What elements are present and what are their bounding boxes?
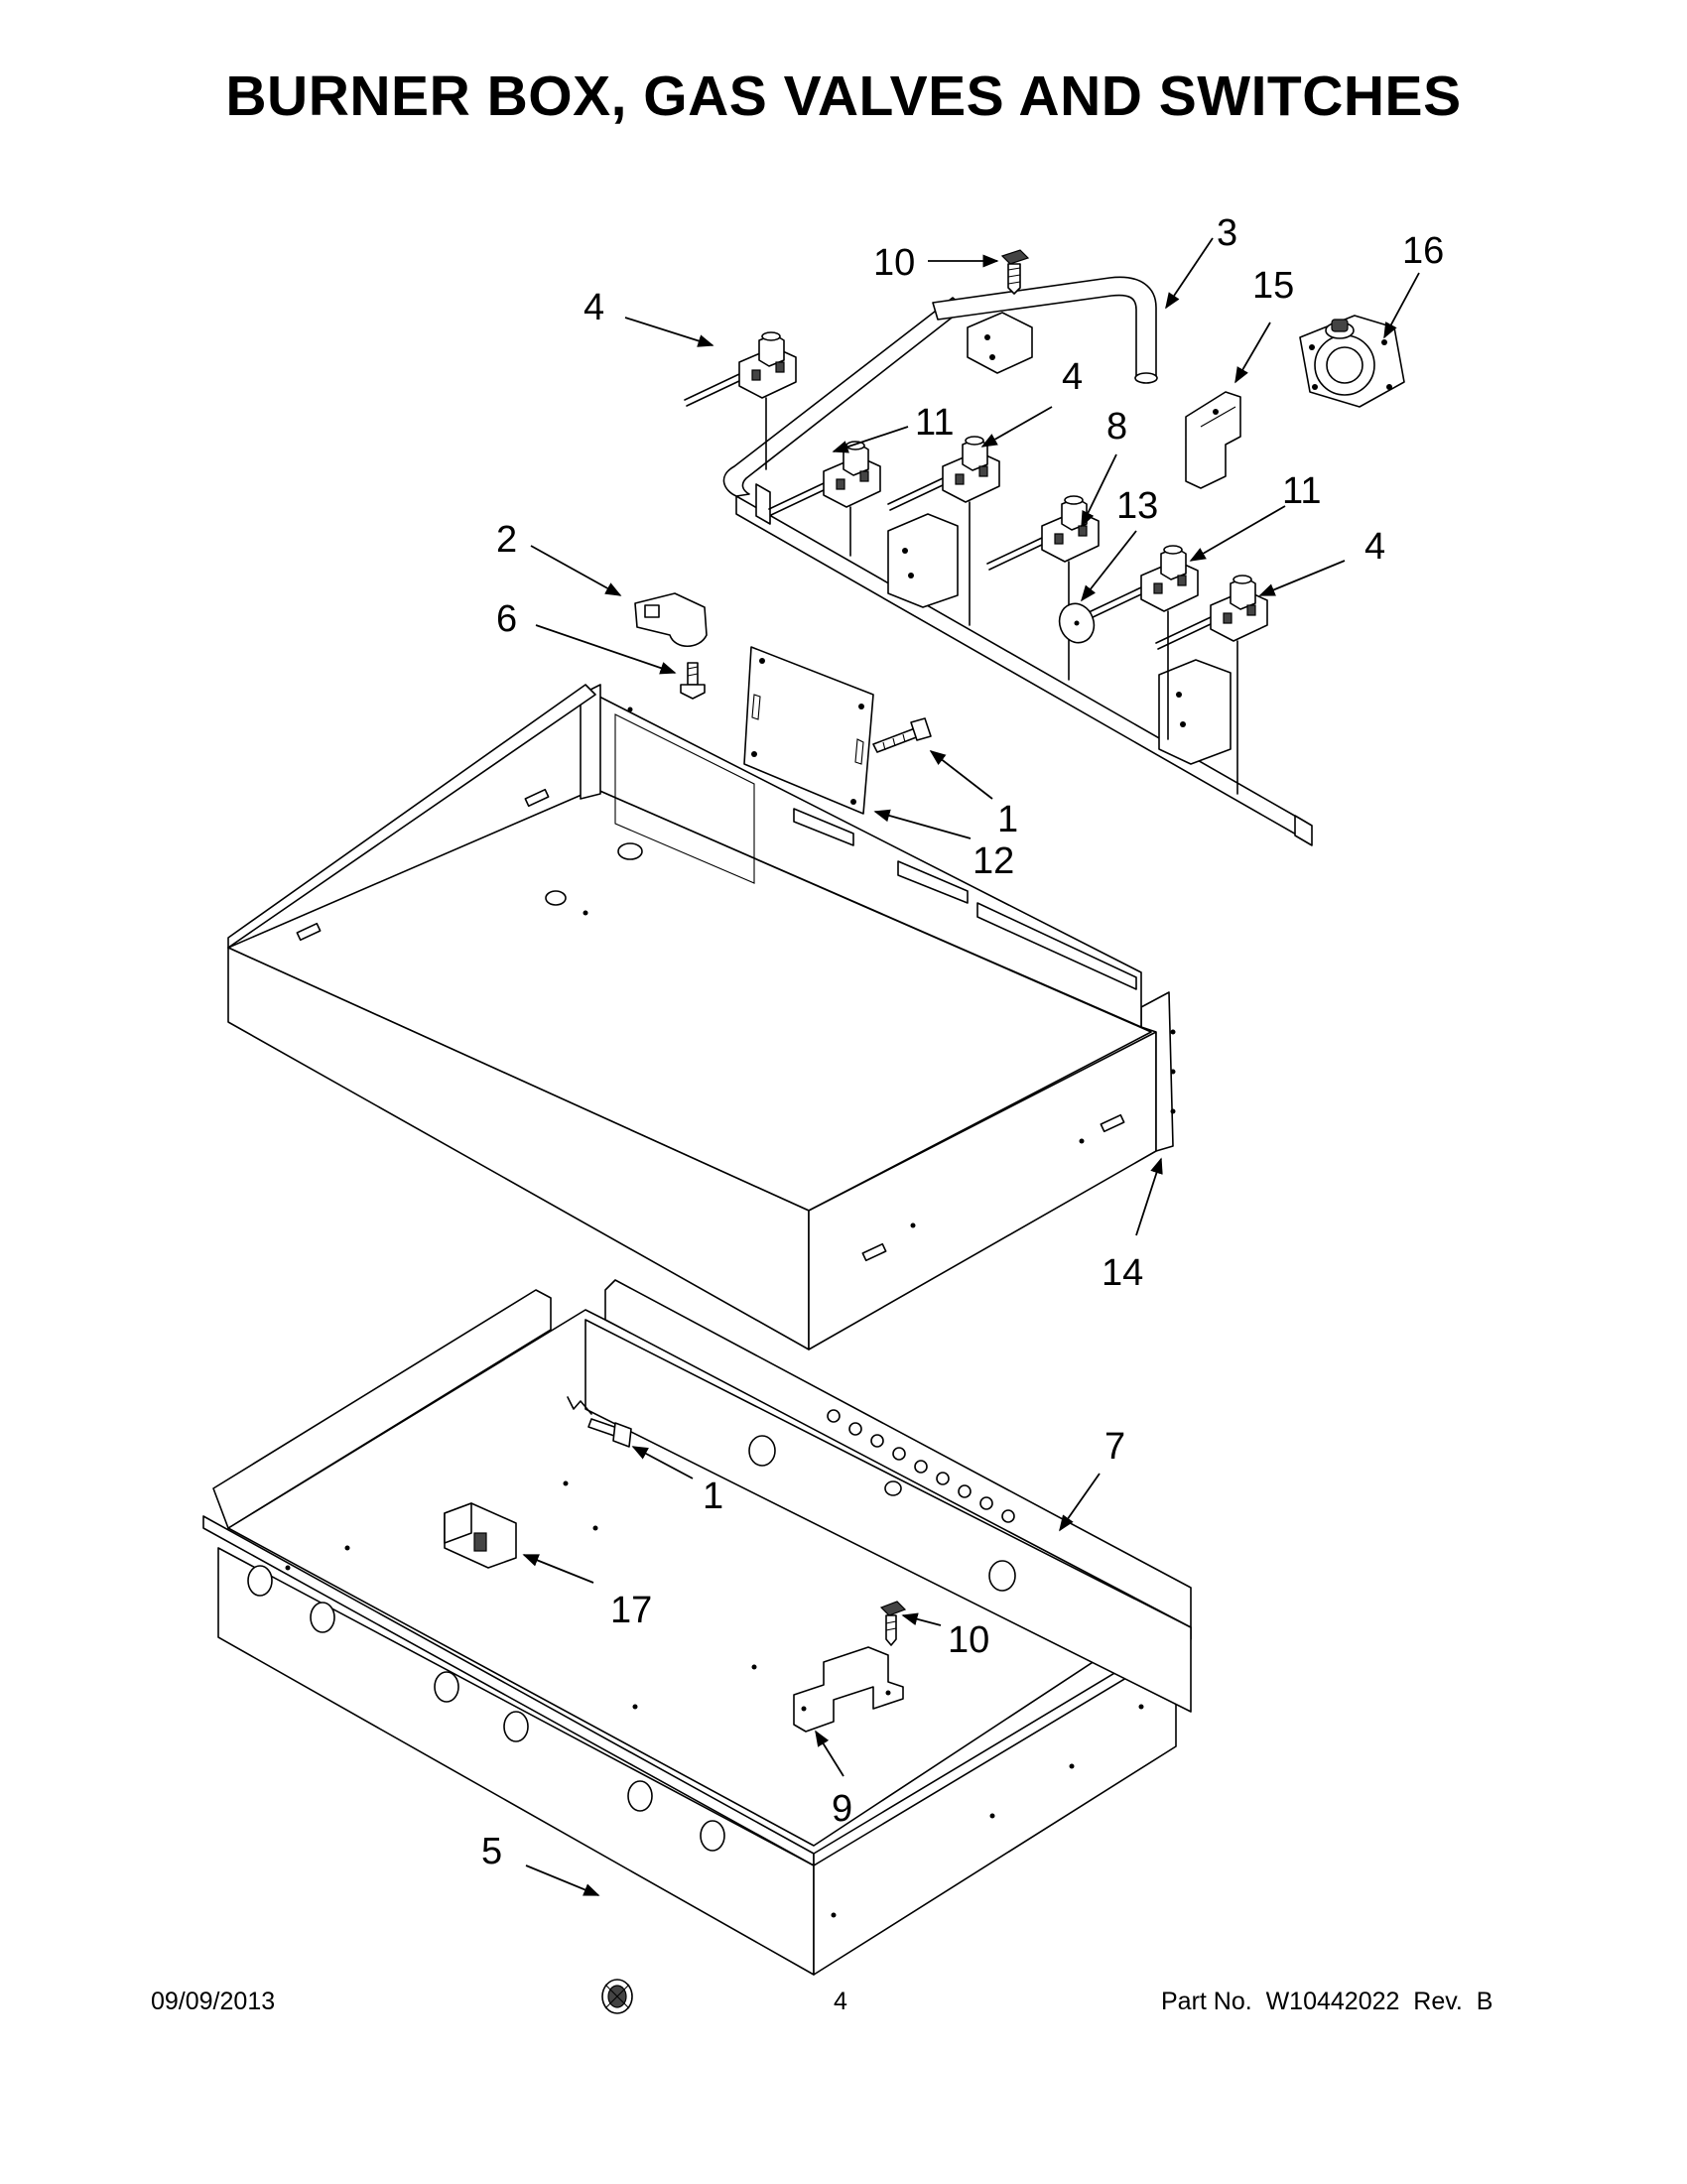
callout-13: 13 bbox=[1116, 485, 1158, 527]
callout-10-top: 10 bbox=[873, 242, 915, 284]
callout-1-a: 1 bbox=[997, 799, 1018, 840]
callout-14: 14 bbox=[1102, 1252, 1143, 1294]
callout-10-b: 10 bbox=[948, 1619, 989, 1661]
footer-date: 09/09/2013 bbox=[151, 1988, 276, 2015]
callout-1-b: 1 bbox=[703, 1476, 723, 1517]
switch-module bbox=[444, 1502, 517, 1569]
page-title: BURNER BOX, GAS VALVES AND SWITCHES bbox=[225, 64, 1462, 128]
screw-6 bbox=[680, 662, 706, 700]
manifold-bracket-mid bbox=[887, 513, 959, 608]
footer-page-number: 4 bbox=[834, 1988, 847, 2015]
manifold-bracket-right bbox=[1158, 659, 1232, 765]
callout-9: 9 bbox=[832, 1788, 852, 1830]
footer-part-number: Part No. W10442022 Rev. B bbox=[1161, 1988, 1493, 2015]
switch-bracket bbox=[793, 1646, 904, 1733]
gas-valve-6 bbox=[1155, 575, 1268, 795]
pressure-regulator bbox=[1299, 315, 1405, 408]
callout-4-a: 4 bbox=[1062, 356, 1083, 398]
callout-5: 5 bbox=[481, 1831, 502, 1872]
cover-plate bbox=[743, 646, 874, 815]
callout-8: 8 bbox=[1106, 406, 1127, 448]
callout-11-a: 11 bbox=[915, 402, 954, 444]
gas-manifold bbox=[722, 276, 1313, 846]
callout-12: 12 bbox=[973, 840, 1014, 882]
callout-15: 15 bbox=[1252, 265, 1294, 307]
burner-box-lower bbox=[202, 1279, 1192, 1976]
callout-labels: 10 3 16 15 4 11 4 8 13 11 4 2 6 1 12 14 … bbox=[481, 212, 1444, 1872]
clamp-bracket bbox=[634, 592, 708, 648]
regulator-bracket bbox=[1185, 391, 1241, 489]
gas-valve-5 bbox=[1086, 545, 1199, 740]
gas-valve-3 bbox=[887, 436, 1000, 626]
leader-lines bbox=[522, 237, 1420, 1896]
callout-11-b: 11 bbox=[1282, 470, 1321, 512]
screw-1-upper bbox=[872, 717, 932, 753]
callout-17: 17 bbox=[610, 1590, 652, 1631]
callout-6: 6 bbox=[496, 598, 517, 640]
gas-valve-1 bbox=[684, 331, 797, 470]
burner-box-upper bbox=[227, 684, 1176, 1350]
callout-4-c: 4 bbox=[1364, 526, 1385, 568]
callout-3: 3 bbox=[1217, 212, 1237, 254]
washer bbox=[1058, 602, 1096, 644]
callout-7: 7 bbox=[1104, 1426, 1125, 1468]
screw-10-lower bbox=[879, 1601, 907, 1646]
callout-4-b: 4 bbox=[584, 287, 604, 328]
screw-top bbox=[1000, 249, 1030, 295]
screw-1-lower bbox=[567, 1396, 632, 1448]
control-knob bbox=[601, 1979, 633, 2014]
callout-16: 16 bbox=[1402, 230, 1444, 272]
callout-2: 2 bbox=[496, 519, 517, 561]
manifold-bracket-top bbox=[967, 312, 1033, 374]
